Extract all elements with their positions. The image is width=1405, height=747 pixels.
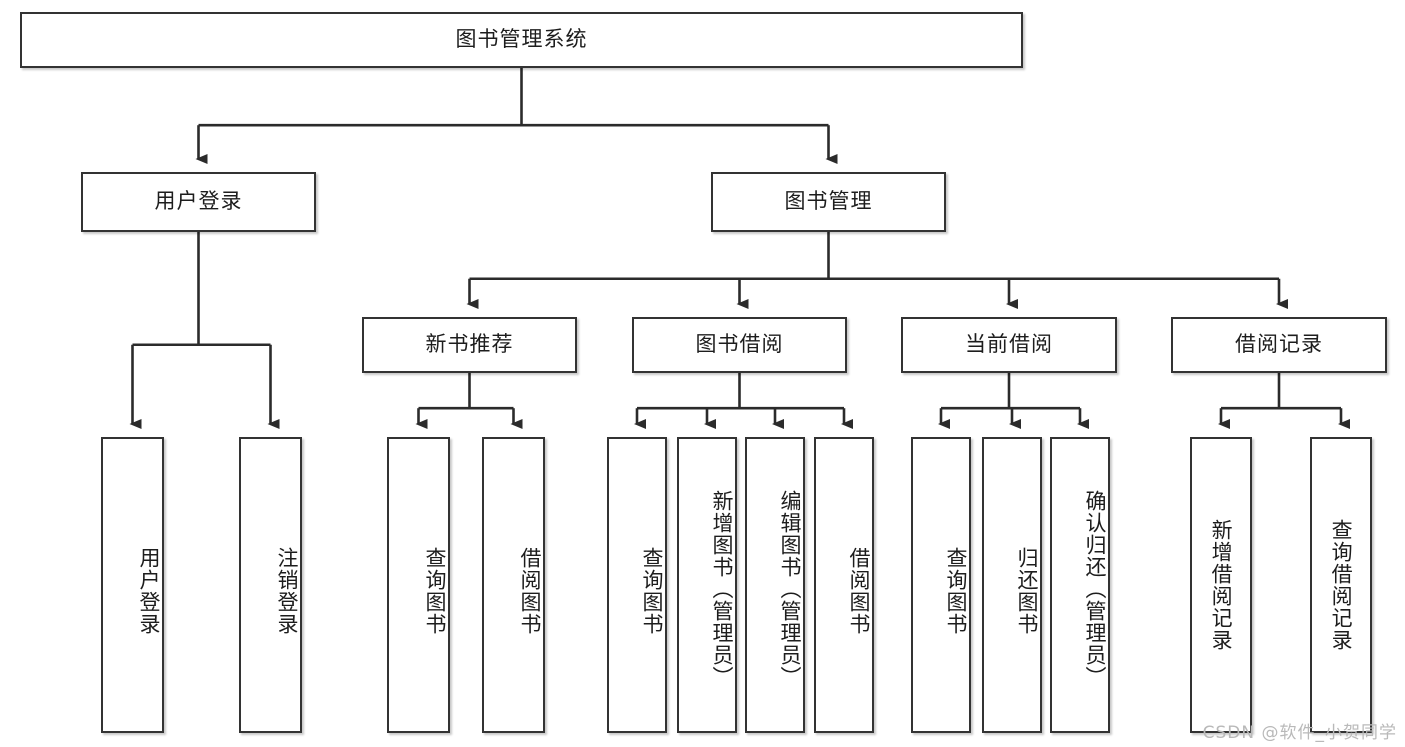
leaf-borrow-book[interactable]: 借阅图书 <box>814 437 874 733</box>
leaf-query-borrow-record[interactable]: 查询借阅记录 <box>1310 437 1372 733</box>
leaf-confirm-return-admin-label: 确认归还（管理员） <box>1083 490 1107 688</box>
leaf-query-book-current-label: 查询图书 <box>944 547 968 635</box>
leaf-logout-label: 注销登录 <box>275 547 299 635</box>
node-borrow-record-label: 借阅记录 <box>1235 332 1323 357</box>
leaf-return-book[interactable]: 归还图书 <box>982 437 1042 733</box>
node-root[interactable]: 图书管理系统 <box>20 12 1023 68</box>
leaf-query-book-borrow-label: 查询图书 <box>640 547 664 635</box>
node-new-book-rec[interactable]: 新书推荐 <box>362 317 577 373</box>
node-root-label: 图书管理系统 <box>455 27 588 52</box>
leaf-query-borrow-record-label: 查询借阅记录 <box>1329 519 1354 651</box>
node-current-borrow-label: 当前借阅 <box>965 332 1053 357</box>
leaf-query-book-borrow[interactable]: 查询图书 <box>607 437 667 733</box>
leaf-add-book-admin-label: 新增图书（管理员） <box>710 490 734 688</box>
csdn-watermark: CSDN @软件_小贺同学 <box>1202 723 1397 743</box>
node-book-manage[interactable]: 图书管理 <box>711 172 946 232</box>
node-user-login[interactable]: 用户登录 <box>81 172 316 232</box>
node-borrow-record[interactable]: 借阅记录 <box>1171 317 1387 373</box>
leaf-add-book-admin[interactable]: 新增图书（管理员） <box>677 437 737 733</box>
leaf-query-book-current[interactable]: 查询图书 <box>911 437 971 733</box>
leaf-add-borrow-record-label: 新增借阅记录 <box>1209 519 1234 651</box>
leaf-borrow-book-rec-label: 借阅图书 <box>518 547 542 635</box>
leaf-query-book-rec[interactable]: 查询图书 <box>387 437 450 733</box>
node-user-login-label: 用户登录 <box>154 189 243 214</box>
leaf-return-book-label: 归还图书 <box>1015 547 1039 635</box>
node-book-borrow[interactable]: 图书借阅 <box>632 317 847 373</box>
node-book-borrow-label: 图书借阅 <box>695 332 784 357</box>
node-book-manage-label: 图书管理 <box>784 189 873 214</box>
leaf-edit-book-admin-label: 编辑图书（管理员） <box>778 490 802 688</box>
leaf-borrow-book-rec[interactable]: 借阅图书 <box>482 437 545 733</box>
node-new-book-rec-label: 新书推荐 <box>425 332 514 357</box>
node-current-borrow[interactable]: 当前借阅 <box>901 317 1117 373</box>
leaf-logout[interactable]: 注销登录 <box>239 437 302 733</box>
leaf-user-login-label: 用户登录 <box>137 547 161 635</box>
leaf-edit-book-admin[interactable]: 编辑图书（管理员） <box>745 437 805 733</box>
leaf-user-login[interactable]: 用户登录 <box>101 437 164 733</box>
leaf-query-book-rec-label: 查询图书 <box>423 547 447 635</box>
leaf-add-borrow-record[interactable]: 新增借阅记录 <box>1190 437 1252 733</box>
leaf-borrow-book-label: 借阅图书 <box>847 547 871 635</box>
leaf-confirm-return-admin[interactable]: 确认归还（管理员） <box>1050 437 1110 733</box>
